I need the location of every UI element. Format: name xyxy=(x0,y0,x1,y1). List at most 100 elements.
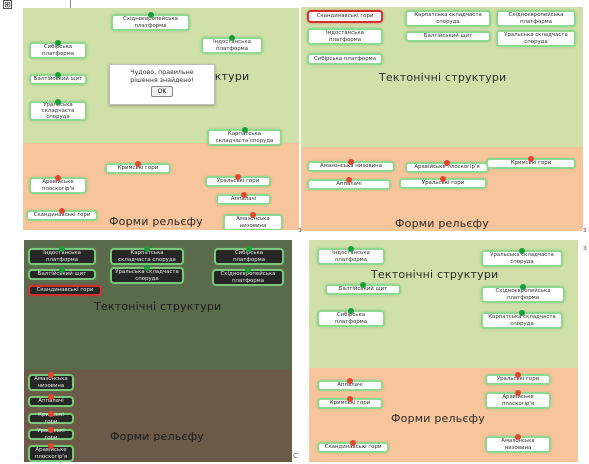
connector-dot xyxy=(520,284,526,290)
card-carpathian-fold[interactable]: Карпатська складчаста споруда xyxy=(110,246,184,265)
card-appalachians[interactable]: Аппалачі xyxy=(307,177,391,190)
card-scandinavian[interactable]: Скандинавські гори xyxy=(317,440,389,453)
connector-dot xyxy=(440,176,446,182)
connector-dot xyxy=(350,440,356,446)
connector-dot xyxy=(55,40,61,46)
card-arabian[interactable]: Аравійське плоскогір'я xyxy=(29,175,87,194)
connector-dot xyxy=(48,394,54,400)
connector-dot xyxy=(348,246,354,252)
card-carpathian-fold[interactable]: Карпатська складчаста споруда xyxy=(207,127,282,146)
card-east-european[interactable]: Східноєвропейська платформа xyxy=(212,267,284,286)
card-scandinavian[interactable]: Скандинавські гори xyxy=(26,208,98,221)
connector-dot xyxy=(144,265,150,271)
connector-dot xyxy=(55,99,61,105)
zone-label-relief: Форми рельєфу xyxy=(110,430,204,443)
connector-dot xyxy=(444,160,450,166)
card-siberian[interactable]: Сибірська платформа xyxy=(29,40,87,59)
connector-dot xyxy=(250,212,256,218)
card-east-european[interactable]: Східноєвропейська платформа xyxy=(481,284,565,303)
zone-label-tectonic: Тектонічні структури xyxy=(371,268,499,281)
connector-dot xyxy=(144,246,150,252)
card-ural-mts[interactable]: Уральські гори xyxy=(485,372,551,385)
side-mark-3: з xyxy=(583,244,587,252)
card-baltic[interactable]: Балтійський щит xyxy=(325,282,401,295)
card-crimean[interactable]: Кримські гори xyxy=(105,161,171,174)
panel-bottom-left: Тектонічні структури Форми рельєфу Індос… xyxy=(24,240,292,462)
card-indostan[interactable]: Індостанська платформа xyxy=(28,246,96,265)
connector-dot xyxy=(241,127,248,133)
card-ural-fold[interactable]: Уральська складчаста споруда xyxy=(496,30,576,47)
connector-dot xyxy=(55,175,61,181)
card-baltic[interactable]: Балтійський щит xyxy=(28,267,96,280)
connector-dot xyxy=(519,310,525,316)
connector-dot xyxy=(348,308,354,314)
connector-dot xyxy=(515,434,521,440)
card-ural-mts[interactable]: Уральські гори xyxy=(205,174,271,187)
panel-top-right: Тектонічні структури Форми рельєфу Сканд… xyxy=(301,7,583,231)
card-ural-fold[interactable]: Уральська складчаста споруда xyxy=(29,99,87,121)
card-arabian[interactable]: Аравійське плоскогір'я xyxy=(485,390,551,409)
card-amazon[interactable]: Амазонська низовина xyxy=(485,434,551,453)
zone-label-tectonic: Тектонічні структури xyxy=(94,300,222,313)
card-east-european[interactable]: Східноєвропейська платформа xyxy=(111,12,190,31)
card-arabian[interactable]: Аравійське плоскогір'я xyxy=(28,443,74,462)
card-amazon[interactable]: Амазонська низовина xyxy=(307,159,395,172)
card-baltic[interactable]: Балтійський щит xyxy=(29,72,87,85)
card-amazon[interactable]: Амазонська низовина xyxy=(223,212,283,230)
card-arabian[interactable]: Аравійське плоскогір'я xyxy=(405,160,489,173)
side-mark-1: з xyxy=(298,226,302,234)
connector-dot xyxy=(346,177,352,183)
card-indostan[interactable]: Індостанська платформа xyxy=(317,246,385,265)
connector-dot xyxy=(515,390,521,396)
card-appalachians[interactable]: Аппалачі xyxy=(317,378,383,391)
card-crimean[interactable]: Кримські гори xyxy=(28,411,74,425)
connector-dot xyxy=(147,12,154,18)
card-crimean[interactable]: Кримські гори xyxy=(317,396,383,409)
connector-dot xyxy=(528,156,534,162)
card-amazon[interactable]: Амазонська низовина xyxy=(28,372,74,391)
zone-label-relief: Форми рельєфу xyxy=(391,412,485,425)
card-ural-fold[interactable]: Уральська складчаста споруда xyxy=(110,265,184,284)
connector-dot xyxy=(59,208,65,214)
connector-dot xyxy=(59,246,65,252)
card-siberian[interactable]: Сибірська платформа xyxy=(214,246,284,265)
zone-label-relief: Форми рельєфу xyxy=(395,217,489,230)
dialog-text-line-1: Чудово, правильне xyxy=(130,69,194,76)
card-ural-fold[interactable]: Уральська складчаста споруда xyxy=(481,248,563,267)
success-dialog: Чудово, правильне рішення знайдено! OK xyxy=(109,64,215,105)
connector-dot xyxy=(240,192,247,198)
connector-dot xyxy=(347,396,353,402)
connector-dot xyxy=(519,248,525,254)
card-indostan[interactable]: Індостанська платформа xyxy=(307,28,383,45)
card-appalachians[interactable]: Аппалачі xyxy=(28,394,74,407)
connector-dot xyxy=(48,411,54,417)
card-crimean[interactable]: Кримські гори xyxy=(486,156,576,169)
plus-icon[interactable]: ⊞ xyxy=(3,0,12,9)
connector-dot xyxy=(347,378,353,384)
card-appalachians[interactable]: Аппалачі xyxy=(216,192,271,205)
card-ural-mts[interactable]: Уральські гори xyxy=(399,176,487,189)
ok-button[interactable]: OK xyxy=(151,86,173,97)
dialog-text-line-2: рішення знайдено! xyxy=(130,77,194,84)
zone-label-tectonic: Тектонічні структури xyxy=(379,71,507,84)
card-scandinavian[interactable]: Скандинавські гори xyxy=(307,10,383,23)
connector-dot xyxy=(55,72,61,78)
connector-dot xyxy=(229,35,235,41)
connector-dot xyxy=(48,427,54,433)
card-siberian[interactable]: Сибірська платформа xyxy=(317,308,385,327)
card-indostan[interactable]: Індостанська платформа xyxy=(201,35,263,54)
card-siberian[interactable]: Сибірська платформа xyxy=(307,53,383,65)
connector-dot xyxy=(515,372,521,378)
side-mark-4: С xyxy=(293,452,298,460)
panel-bottom-right: Тектонічні структури Форми рельєфу Індос… xyxy=(309,240,578,462)
card-scandinavian[interactable]: Скандинавські гори xyxy=(28,285,102,296)
divider xyxy=(70,0,71,8)
connector-dot xyxy=(135,161,141,167)
connector-dot xyxy=(48,443,54,449)
card-carpathian-fold[interactable]: Карпатська складчаста споруда xyxy=(481,310,563,329)
connector-dot xyxy=(246,246,252,252)
card-carpathian-fold[interactable]: Карпатська складчаста споруда xyxy=(405,10,491,27)
card-ural-mts[interactable]: Уральські гори xyxy=(28,427,74,441)
card-baltic[interactable]: Балтійський щит xyxy=(405,31,491,42)
card-east-european[interactable]: Східноєвропейська платформа xyxy=(496,10,576,27)
